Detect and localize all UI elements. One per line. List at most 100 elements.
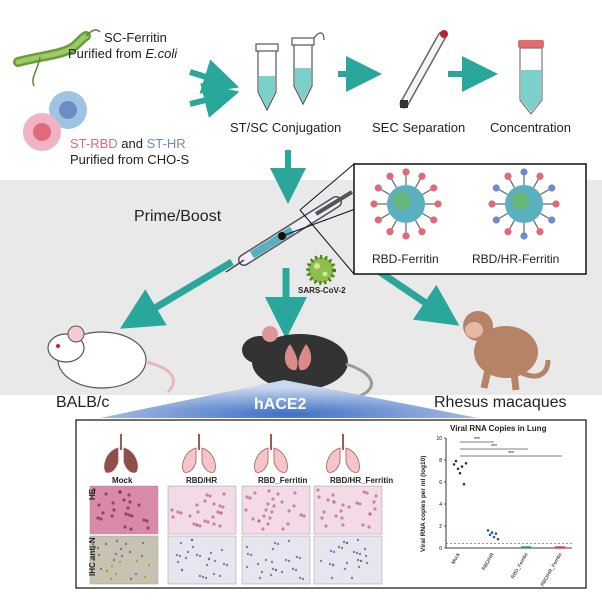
spike-stalk: [379, 188, 390, 196]
spike-head: [430, 216, 438, 224]
lung-right: [345, 447, 360, 473]
spike-stalk: [422, 212, 433, 220]
tissue-dot: [171, 515, 175, 519]
hace2-mouse: [242, 326, 373, 398]
data-point: [562, 546, 566, 549]
data-point: [460, 465, 464, 468]
tissue-dot: [222, 492, 226, 496]
tissue-dot: [206, 520, 210, 524]
tissue-dot: [273, 541, 277, 545]
tissue-dot: [122, 498, 126, 502]
y-tick-label: 8: [439, 458, 442, 464]
tissue-dot: [176, 510, 180, 514]
sig-label: ***: [508, 451, 514, 457]
tissue-dot: [271, 567, 275, 571]
tissue-dot: [114, 552, 118, 556]
tissue-dot: [97, 553, 101, 557]
spike-stalk: [497, 188, 508, 196]
histology-tile: [313, 535, 383, 585]
tissue-dot: [284, 558, 288, 562]
tissue-dot: [302, 514, 306, 518]
sars-label: SARS-CoV-2: [298, 286, 346, 295]
tissue-dot: [339, 509, 343, 513]
tissue-dot: [195, 523, 199, 527]
tissue-dot: [208, 494, 212, 498]
ferritin-texture: [511, 192, 529, 210]
tissue-dot: [105, 569, 109, 573]
chart-ylabel: Viral RNA copies per ml (log10): [420, 455, 427, 552]
tissue-dot: [212, 522, 216, 526]
tissue-dot: [110, 564, 114, 568]
cho-cells-icon: [23, 91, 87, 151]
tissue-dot: [141, 541, 145, 545]
data-point: [486, 529, 490, 532]
tissue-dot: [216, 510, 220, 514]
tissue-dot: [358, 552, 362, 556]
spike-head: [402, 168, 410, 176]
tissue-dot: [137, 503, 141, 507]
tissue-dot: [328, 562, 332, 566]
tissue-dot: [356, 558, 360, 562]
tissue-dot: [317, 495, 321, 499]
spike-head: [402, 232, 410, 240]
spike-head: [536, 172, 544, 180]
lung-right: [123, 447, 138, 473]
tissue-dot: [287, 509, 291, 513]
histology-tile: [241, 485, 311, 535]
tissue-dot: [361, 523, 365, 527]
lung-right: [201, 447, 216, 473]
tissue-dot: [340, 546, 344, 550]
spike-head: [504, 228, 512, 236]
spike-head: [520, 232, 528, 240]
tissue-dot: [345, 561, 349, 565]
tissue-dot: [110, 514, 114, 518]
tissue-dot: [363, 547, 367, 551]
tissue-dot: [251, 517, 255, 521]
spike-head: [370, 200, 378, 208]
tissue-dot: [350, 576, 354, 580]
tissue-dot: [118, 490, 122, 494]
tissue-dot: [365, 491, 369, 495]
tissue-dot: [319, 559, 323, 563]
tissue-dot: [198, 554, 202, 558]
tissue-dot: [260, 570, 264, 574]
spike-head: [548, 184, 556, 192]
tissue-dot: [124, 512, 128, 516]
tissue-dot: [111, 501, 115, 505]
tissue-dot: [276, 492, 280, 496]
spike-head: [386, 172, 394, 180]
data-point: [528, 546, 532, 549]
tissue-dot: [195, 503, 199, 507]
sc-ferritin-label: SC-Ferritin: [104, 30, 167, 45]
tissue-dot: [119, 547, 123, 551]
row-label-ihc: IHC anti-N: [88, 537, 97, 576]
tissue-dot: [245, 545, 249, 549]
tissue-dot: [266, 522, 270, 526]
spike-head: [492, 184, 500, 192]
spike-head: [374, 216, 382, 224]
tissue-dot: [130, 514, 134, 518]
tissue-dot: [257, 519, 261, 523]
tissue-dot: [355, 551, 359, 555]
tissue-dot: [365, 561, 369, 565]
tissue-dot: [135, 559, 139, 563]
tissue-dot: [205, 493, 209, 497]
tissue-dot: [329, 549, 333, 553]
tissue-dot: [170, 508, 174, 512]
spike-head: [492, 216, 500, 224]
tissue-dot: [97, 503, 101, 507]
col-label-rbdhr: RBD/HR: [186, 476, 218, 485]
lung-left: [326, 447, 341, 473]
col-label-rbdhr-ferritin: RBD/HR_Ferritin: [330, 476, 394, 485]
spike-head: [418, 228, 426, 236]
tissue-dot: [248, 496, 252, 500]
tissue-dot: [266, 502, 270, 506]
tissue-dot: [332, 550, 336, 554]
spike-stalk: [497, 212, 508, 220]
st-label: ST-RBD and ST-HR: [70, 136, 186, 151]
tissue-dot: [191, 545, 195, 549]
hace2-label: hACE2: [254, 396, 307, 413]
data-point: [462, 482, 466, 486]
tissue-dot: [249, 553, 253, 557]
